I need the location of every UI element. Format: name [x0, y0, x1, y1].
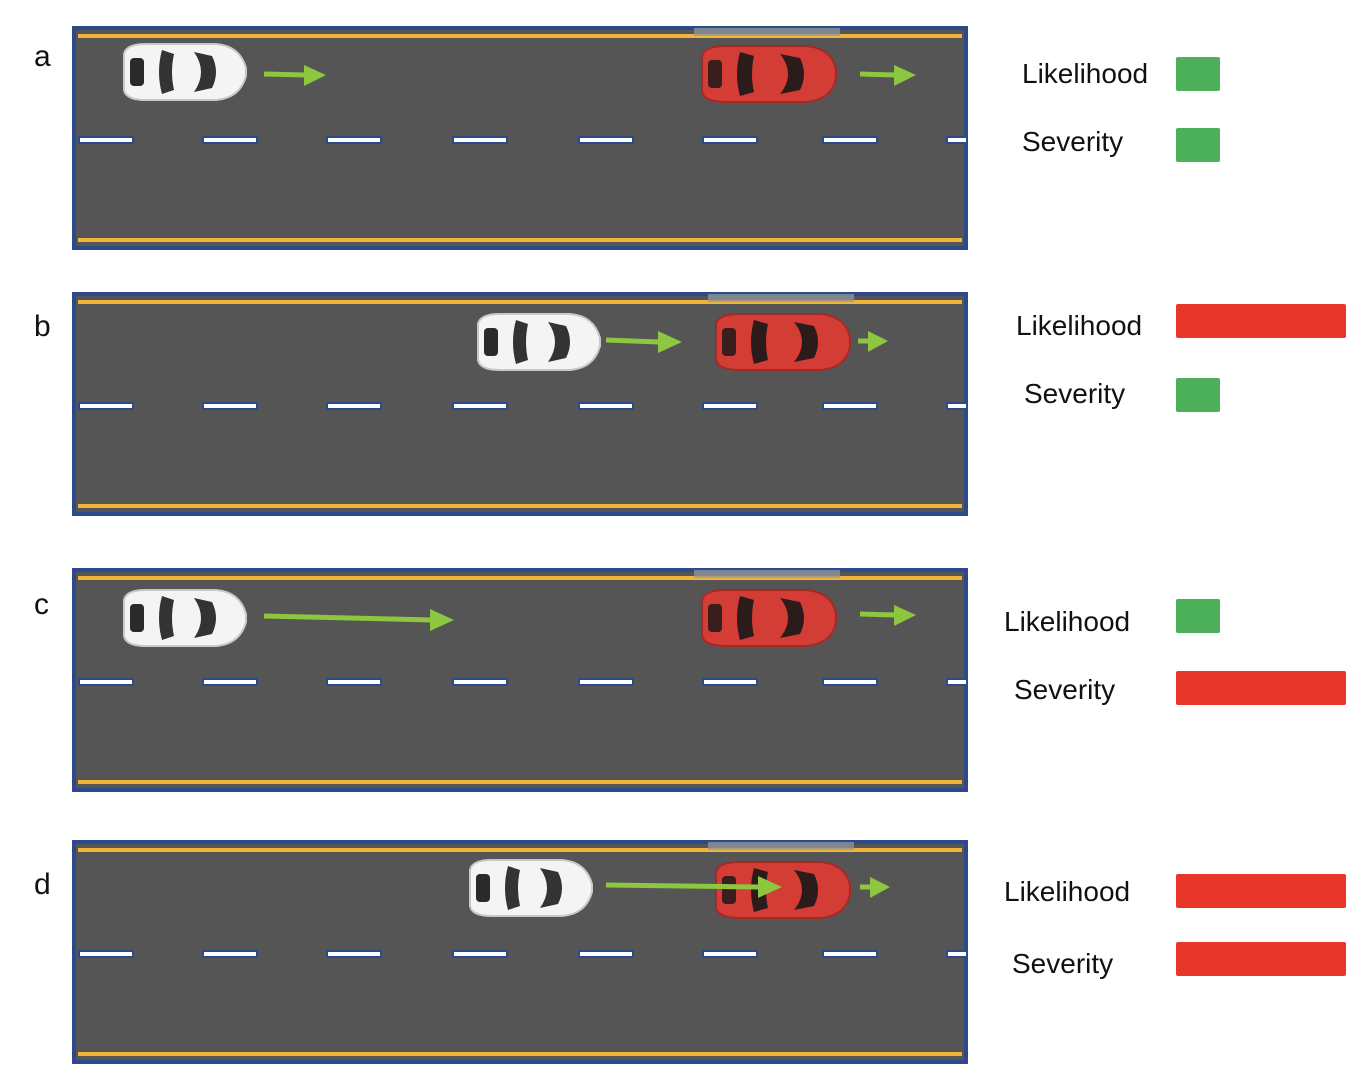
white-car	[116, 586, 248, 650]
white-car-speed-arrow	[262, 606, 456, 632]
likelihood-indicator	[1176, 599, 1220, 633]
red-car-speed-arrow	[858, 64, 918, 88]
likelihood-indicator	[1176, 57, 1220, 91]
lane-dash	[326, 402, 382, 410]
lane-dash	[946, 950, 968, 958]
lane-dash	[822, 402, 878, 410]
red-car-shadow	[708, 842, 854, 850]
lane-dash	[202, 678, 258, 686]
likelihood-indicator	[1176, 304, 1346, 338]
severity-label: Severity	[1014, 676, 1115, 704]
center-line-bottom	[78, 780, 962, 784]
lane-dash	[326, 678, 382, 686]
lane-dash	[452, 136, 508, 144]
red-car-shadow	[694, 570, 840, 578]
red-car	[696, 586, 828, 650]
white-car-speed-arrow	[604, 330, 684, 354]
lane-dash	[946, 136, 968, 144]
lane-dash	[326, 950, 382, 958]
white-car	[116, 40, 248, 104]
white-car-speed-arrow	[262, 64, 328, 88]
severity-label: Severity	[1022, 128, 1123, 156]
likelihood-indicator	[1176, 874, 1346, 908]
likelihood-label: Likelihood	[1016, 312, 1142, 340]
white-car	[470, 310, 602, 374]
lane-dash	[578, 678, 634, 686]
lane-dash	[702, 136, 758, 144]
center-line-bottom	[78, 238, 962, 242]
lane-dash	[78, 678, 134, 686]
lane-dash	[452, 402, 508, 410]
scenario-panel-b: b Likelihood Severity	[0, 266, 1362, 526]
lane-dash	[822, 136, 878, 144]
white-car	[462, 856, 594, 920]
red-car	[696, 42, 828, 106]
lane-dash	[202, 950, 258, 958]
lane-dash	[578, 402, 634, 410]
lane-dash	[578, 950, 634, 958]
red-car-shadow	[708, 294, 854, 302]
white-car-speed-arrow	[604, 876, 784, 900]
lane-dash	[946, 402, 968, 410]
lane-dash	[78, 136, 134, 144]
lane-dash	[702, 950, 758, 958]
lane-dash	[822, 678, 878, 686]
panel-letter: d	[34, 870, 51, 900]
panel-letter: a	[34, 42, 51, 72]
lane-dash	[452, 950, 508, 958]
lane-dash	[78, 402, 134, 410]
red-car	[710, 310, 842, 374]
lane-dash	[326, 136, 382, 144]
lane-dash	[78, 950, 134, 958]
lane-dash	[202, 136, 258, 144]
severity-label: Severity	[1012, 950, 1113, 978]
lane-dash	[702, 678, 758, 686]
likelihood-label: Likelihood	[1004, 878, 1130, 906]
severity-indicator	[1176, 671, 1346, 705]
lane-dash	[578, 136, 634, 144]
lane-dash	[452, 678, 508, 686]
red-car-speed-arrow	[858, 604, 918, 628]
likelihood-label: Likelihood	[1022, 60, 1148, 88]
likelihood-label: Likelihood	[1004, 608, 1130, 636]
scenario-panel-c: c Likelihood Severity	[0, 544, 1362, 804]
severity-indicator	[1176, 378, 1220, 412]
scenario-panel-d: d Likelihood Severity	[0, 816, 1362, 1076]
scenario-panel-a: a Likelihood Severity	[0, 0, 1362, 260]
lane-dash	[822, 950, 878, 958]
lane-dash	[702, 402, 758, 410]
severity-indicator	[1176, 128, 1220, 162]
panel-letter: b	[34, 312, 51, 342]
severity-label: Severity	[1024, 380, 1125, 408]
panel-letter: c	[34, 590, 49, 620]
red-car-speed-arrow	[858, 876, 892, 900]
severity-indicator	[1176, 942, 1346, 976]
red-car-speed-arrow	[856, 330, 890, 354]
lane-dash	[202, 402, 258, 410]
center-line-bottom	[78, 504, 962, 508]
center-line-bottom	[78, 1052, 962, 1056]
lane-dash	[946, 678, 968, 686]
red-car-shadow	[694, 28, 840, 36]
